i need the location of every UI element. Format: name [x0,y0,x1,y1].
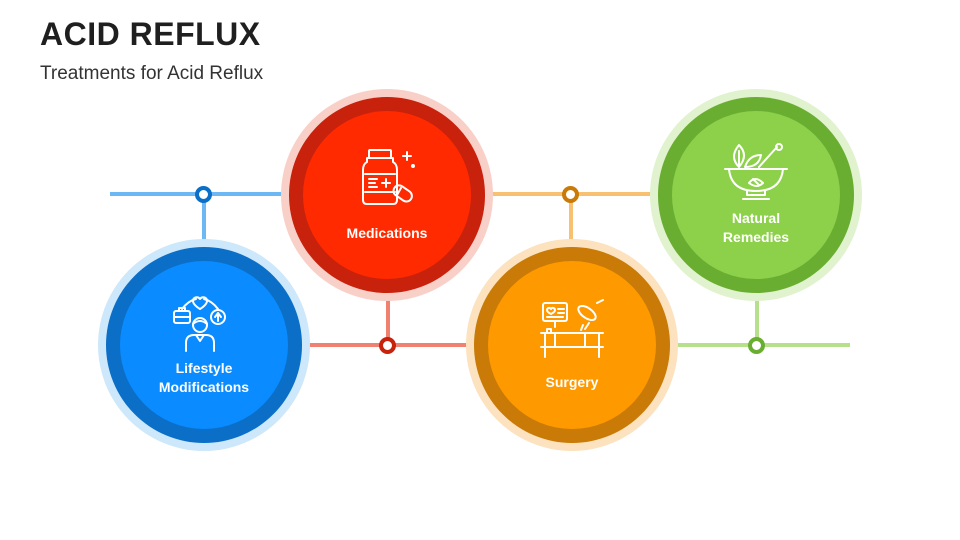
green-connector-node [748,337,765,354]
red-vertical-connector-line [386,270,390,345]
green-vertical-connector-line [755,290,759,345]
orange-connector-node [562,186,579,203]
natural-remedies-label: Natural Remedies [722,210,790,245]
surgery-label: Surgery [545,373,599,390]
blue-vertical-connector-line [202,194,206,264]
orange-vertical-connector-line [569,194,573,258]
medicine-bottle-pill-icon [362,148,415,205]
mortar-pestle-herbs-icon [724,143,788,200]
medications-label: Medications [346,224,428,241]
page-title: ACID REFLUX [40,16,261,52]
lifestyle-modifications-label: Lifestyle Modifications [158,360,250,395]
natural-remedies-circle: Natural Remedies [650,89,862,301]
red-connector-node [379,337,396,354]
surgery-circle: Surgery [466,239,678,451]
blue-connector-node [195,186,212,203]
lifestyle-person-icon [173,296,226,352]
orange-top-connector-line [490,192,670,196]
surgery-monitor-bed-icon [540,298,604,358]
page-subtitle: Treatments for Acid Reflux [40,63,264,84]
medications-circle: Medications [281,89,493,301]
lifestyle-modifications-circle: Lifestyle Modifications [98,239,310,451]
